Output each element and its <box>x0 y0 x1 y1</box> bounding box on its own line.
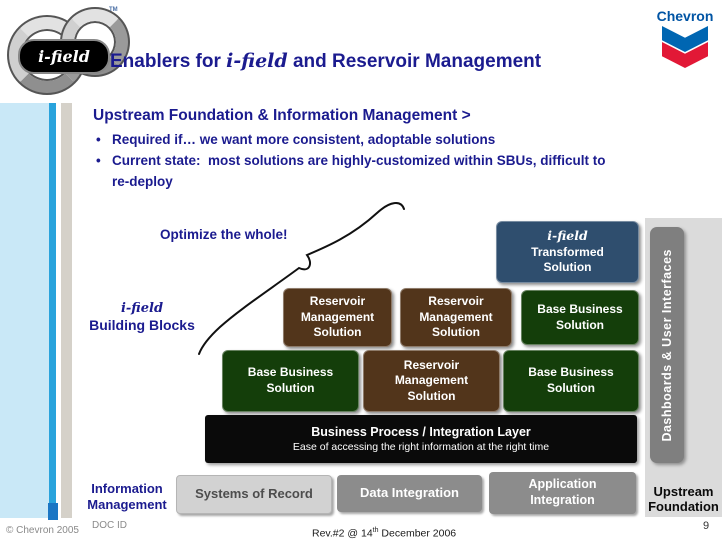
title-text: and Reservoir Management <box>287 51 542 72</box>
trademark-symbol: TM <box>109 7 118 13</box>
title-ifield: i-field <box>226 50 288 72</box>
bullet-item: • Current state: most solutions are high… <box>93 151 693 193</box>
left-band-tan-stripe <box>61 103 72 518</box>
copyright-text: © Chevron 2005 <box>6 525 79 536</box>
left-band-cyan-stripe <box>49 103 56 503</box>
left-band-blue-cap <box>48 503 58 520</box>
block-label: Base Business Solution <box>537 301 623 332</box>
revision-text-sup: th <box>372 527 379 534</box>
revision-text: Rev.#2 @ 14th December 2006 <box>312 527 456 540</box>
dashboards-user-interfaces-bar: Dashboards & User Interfaces <box>650 227 684 463</box>
doc-id-text: DOC ID <box>92 520 127 531</box>
ifield-logo-badge: i-field <box>18 39 110 74</box>
systems-of-record-box: Systems of Record <box>176 475 332 514</box>
upstream-foundation-label: Upstream Foundation <box>648 483 719 515</box>
bullet-marker: • <box>96 132 101 147</box>
block-label: Reservoir Management Solution <box>419 294 493 340</box>
building-blocks-text: Building Blocks <box>89 317 195 334</box>
integration-layer-title: Business Process / Integration Layer <box>311 425 531 439</box>
building-blocks-label: i-field Building Blocks <box>78 301 206 335</box>
page-number: 9 <box>703 520 710 532</box>
data-integration-box: Data Integration <box>337 475 482 512</box>
chevron-wordmark: Chevron <box>656 8 714 24</box>
section-heading: Upstream Foundation & Information Manage… <box>93 107 471 124</box>
bullet-item: • Required if… we want more consistent, … <box>93 130 693 151</box>
information-management-label: Information Management <box>87 481 167 512</box>
block-base-business-solution: Base Business Solution <box>521 290 639 345</box>
block-label: Base Business Solution <box>247 365 334 395</box>
block-base-business-solution: Base Business Solution <box>222 350 359 412</box>
block-reservoir-management-solution: Reservoir Management Solution <box>283 288 392 347</box>
dashboards-sidebar: Dashboards & User Interfaces Upstream Fo… <box>645 218 722 517</box>
page-title: Enablers for i-field and Reservoir Manag… <box>110 50 680 73</box>
building-blocks-ifield: i-field <box>120 301 164 316</box>
systems-of-record-label: Systems of Record <box>195 486 313 502</box>
ifield-logo: i-field TM <box>6 2 128 98</box>
ifield-logo-text: i-field <box>38 47 90 66</box>
bullet-marker: • <box>96 152 101 168</box>
block-label: Base Business Solution <box>528 365 614 395</box>
block-reservoir-management-solution: Reservoir Management Solution <box>400 288 512 347</box>
title-text: Enablers for <box>110 51 227 72</box>
chevron-hallmark-icon <box>662 26 708 68</box>
block-label: Reservoir Management Solution <box>300 294 375 340</box>
intro-block: Upstream Foundation & Information Manage… <box>93 107 693 193</box>
bullet-text: Required if… we want more consistent, ad… <box>112 132 496 147</box>
revision-text-post: December 2006 <box>378 527 457 540</box>
application-integration-label: Application Integration <box>528 477 597 507</box>
optimize-annotation: Optimize the whole! <box>160 227 288 242</box>
integration-layer-subtitle: Ease of accessing the right information … <box>292 441 550 453</box>
chevron-logo: Chevron <box>652 8 718 68</box>
block-base-business-solution: Base Business Solution <box>503 350 639 412</box>
dashboards-user-interfaces-label: Dashboards & User Interfaces <box>660 248 674 442</box>
block-ifield-transformed-solution: i-field Transformed Solution <box>496 221 639 283</box>
revision-text-pre: Rev.#2 @ 14 <box>312 527 373 540</box>
integration-layer-bar: Business Process / Integration Layer Eas… <box>205 415 637 463</box>
block-ifield-text: i-field <box>547 228 588 244</box>
block-reservoir-management-solution: Reservoir Management Solution <box>363 350 500 412</box>
block-label: Transformed Solution <box>531 244 604 275</box>
block-label: Reservoir Management Solution <box>394 357 469 403</box>
left-band-light-blue <box>0 103 49 518</box>
data-integration-label: Data Integration <box>360 485 459 501</box>
application-integration-box: Application Integration <box>489 472 636 514</box>
bullet-text: Current state: most solutions are highly… <box>112 152 610 189</box>
